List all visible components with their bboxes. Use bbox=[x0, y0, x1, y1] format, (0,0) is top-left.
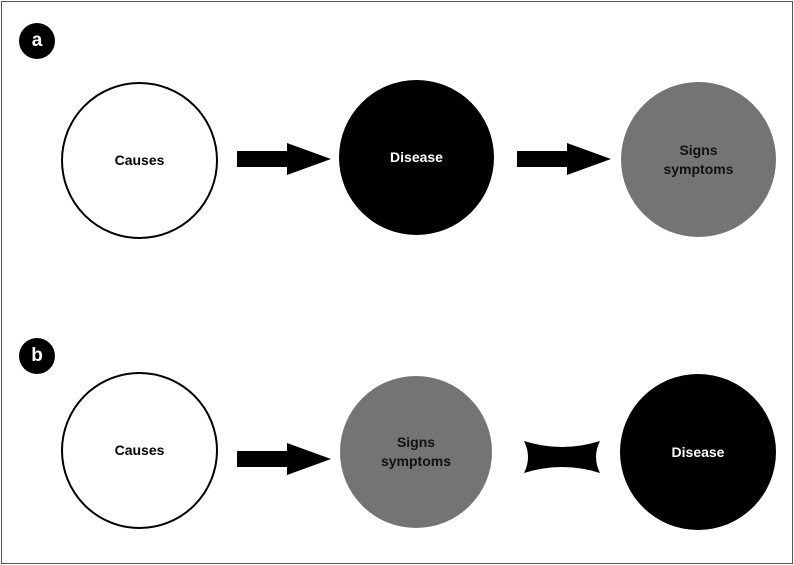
panel-b-causes-node: Causes bbox=[61, 372, 218, 529]
panel-a-arrow-1 bbox=[237, 143, 331, 175]
panel-b-causes-label: Causes bbox=[114, 442, 165, 458]
panel-a-disease-label: Disease bbox=[390, 149, 443, 165]
panel-b-disease-label: Disease bbox=[671, 443, 725, 460]
panel-b-signs-label: Signs symptoms bbox=[380, 434, 452, 469]
panel-b-signs-node: Signs symptoms bbox=[340, 376, 492, 528]
panel-b-arrow bbox=[237, 443, 331, 475]
panel-a-signs-node: Signs symptoms bbox=[621, 82, 776, 237]
panel-a-arrow-2 bbox=[517, 143, 611, 175]
panel-a-signs-label: Signs symptoms bbox=[663, 141, 734, 177]
panel-a-causes-label: Causes bbox=[114, 152, 165, 168]
panel-b-label: b bbox=[19, 338, 55, 374]
panel-a-disease-node: Disease bbox=[339, 80, 494, 235]
panel-a-causes-node: Causes bbox=[61, 82, 218, 239]
panel-b-disease-node: Disease bbox=[620, 374, 776, 530]
panel-b-concave-connector bbox=[524, 441, 600, 473]
panel-a-label: a bbox=[19, 23, 55, 59]
